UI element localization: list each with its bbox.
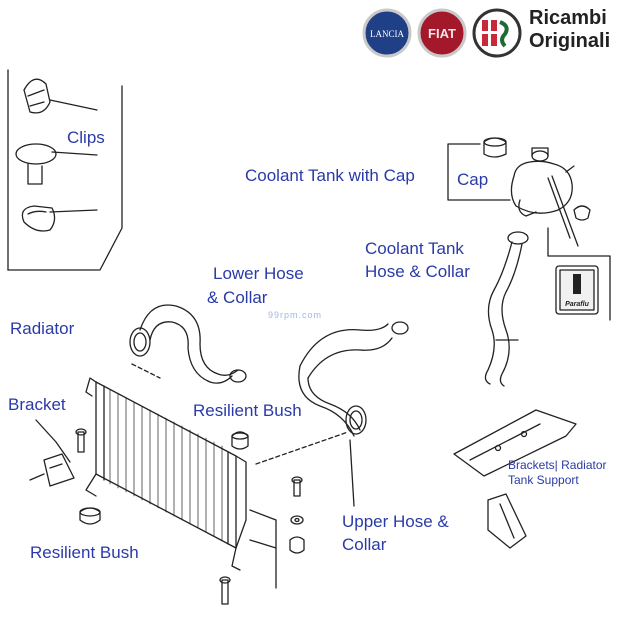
bracket-icon — [29, 453, 75, 487]
lancia-logo-icon: LANCIA — [362, 8, 412, 58]
label-brackets-support-line-1: Brackets| Radiator — [508, 458, 607, 472]
brand-logos: LANCIA FIAT — [360, 8, 530, 58]
label-cap: Cap — [457, 170, 489, 189]
label-coolant-tank-hose-line-1: Coolant Tank — [365, 239, 464, 258]
clip-2-icon — [15, 143, 98, 185]
lower-hose-icon — [129, 304, 247, 384]
label-bracket: Bracket — [8, 395, 66, 414]
resilient-bush-bottom-icon — [79, 507, 101, 525]
coolant-tank-callout — [447, 143, 511, 201]
coolant-tank-hose-icon — [484, 231, 529, 387]
clip-1-icon — [23, 78, 98, 114]
alfa-romeo-logo-icon — [472, 8, 522, 58]
svg-text:LANCIA: LANCIA — [370, 29, 404, 39]
bolt-left-icon — [75, 428, 87, 453]
watermark: 99rpm.com — [268, 310, 323, 320]
label-clips: Clips — [67, 128, 105, 147]
clip-3-icon — [21, 205, 98, 232]
brand-line-1: Ricambi — [529, 7, 607, 29]
label-coolant-tank-with-cap: Coolant Tank with Cap — [245, 166, 415, 185]
label-lower-hose-line-1: Lower Hose — [213, 264, 304, 283]
fastener-bolt-icon — [291, 476, 303, 497]
radiator-callout — [131, 363, 349, 465]
upper-hose-icon — [298, 321, 409, 437]
coolant-tank-icon — [510, 147, 579, 247]
clips-group-bracket-line — [7, 85, 123, 271]
tank-support-bracket-top-icon — [453, 409, 577, 477]
label-brackets-support-line-2: Tank Support — [508, 473, 579, 487]
label-upper-hose-line-1: Upper Hose & — [342, 512, 449, 531]
fastener-bush-icon — [289, 536, 305, 554]
fiat-logo-icon: FIAT — [417, 8, 467, 58]
label-coolant-tank-hose-line-2: Hose & Collar — [365, 262, 470, 281]
label-resilient-bush-bottom: Resilient Bush — [30, 543, 139, 562]
label-upper-hose-line-2: Collar — [342, 535, 387, 554]
brand-line-2: Originali — [529, 30, 611, 52]
label-resilient-bush-top: Resilient Bush — [193, 401, 302, 420]
paraflu-coolant-icon: Paraflu — [555, 265, 599, 315]
svg-text:Paraflu: Paraflu — [565, 301, 589, 308]
tank-support-bracket-bottom-icon — [487, 493, 527, 549]
bottom-bolt-icon — [219, 576, 231, 605]
svg-text:FIAT: FIAT — [428, 26, 456, 41]
resilient-bush-top-icon — [231, 431, 249, 450]
label-lower-hose-line-2: & Collar — [207, 288, 268, 307]
cap-icon — [483, 137, 507, 158]
tank-cap-ring-icon — [573, 205, 591, 221]
fastener-washer-icon — [290, 515, 304, 525]
radiator-icon — [85, 377, 247, 571]
label-radiator: Radiator — [10, 319, 75, 338]
